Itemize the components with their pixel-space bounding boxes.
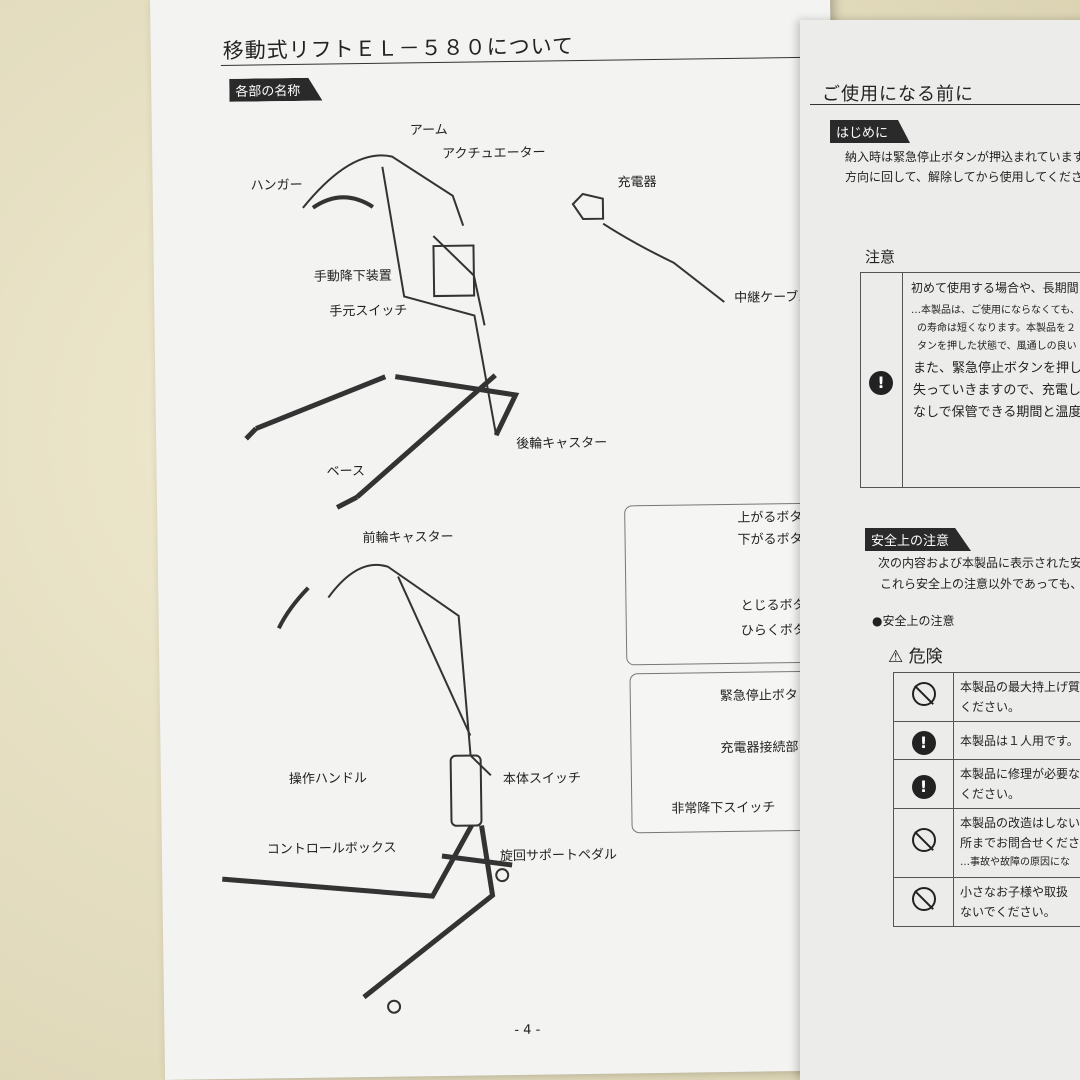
label-manual-lowering: 手動降下装置 [313, 268, 392, 285]
intro-tag: はじめに [830, 120, 911, 143]
danger-line: ください。 [960, 787, 1021, 801]
danger-line: 小さなお子様や取扱 [960, 885, 1069, 899]
danger-row: 小さなお子様や取扱ないでください。 [893, 877, 1080, 927]
safety-tag: 安全上の注意 [865, 528, 972, 551]
label-handle: 操作ハンドル [288, 771, 368, 788]
label-hanger: ハンガー [250, 177, 303, 194]
danger-heading-text: 危険 [908, 647, 943, 667]
prohibited-icon [893, 877, 954, 927]
caution-line: 初めて使用する場合や、長期間 [911, 281, 1079, 295]
danger-line: ないでください。 [960, 905, 1056, 919]
safety-bullet: ●安全上の注意 [872, 614, 955, 628]
danger-row: !本製品に修理が必要なください。 [893, 759, 1080, 809]
danger-heading: ⚠ 危険 [888, 642, 943, 667]
lift-illustrations [222, 154, 725, 1014]
caution-line: 失っていきますので、充電し [913, 383, 1080, 398]
prohibited-icon [893, 808, 954, 878]
label-charger: 充電器 [617, 174, 657, 191]
danger-table: 本製品の最大持上げ質量ください。!本製品は１人用です。!本製品に修理が必要なくだ… [893, 672, 1080, 927]
safety-line-2: これら安全上の注意以外であっても、 [880, 577, 1080, 591]
page-number: - 4 - [514, 1022, 541, 1039]
caution-line: なしで保管できる期間と温度 [913, 405, 1080, 420]
right-page-title: ご使用になる前に [822, 84, 974, 105]
prohibited-icon [893, 672, 954, 722]
safety-line-1: 次の内容および本製品に表示された安 [878, 556, 1080, 570]
danger-row: ! 本製品は１人用です。 [893, 721, 1080, 760]
danger-line: 本製品は１人用です。 [960, 733, 1079, 748]
danger-line: 本製品の改造はしない [960, 816, 1080, 830]
intro-line-1: 納入時は緊急停止ボタンが押込まれています。 [845, 150, 1080, 164]
caution-line: …本製品は、ご使用にならなくても、少 [911, 305, 1080, 316]
danger-row-text: 本製品の最大持上げ質量ください。 [953, 672, 1080, 722]
danger-row: 本製品の最大持上げ質量ください。 [893, 672, 1080, 722]
label-main-switch: 本体スイッチ [502, 771, 582, 788]
right-title-rule [810, 104, 1080, 105]
label-actuator: アクチュエーター [442, 145, 546, 162]
danger-line: …事故や故障の原因にな [960, 857, 1070, 868]
right-page: ご使用になる前に はじめに 納入時は緊急停止ボタンが押込まれています。 方向に回… [800, 20, 1080, 1080]
mandatory-icon: ! [893, 759, 954, 809]
danger-row-text: 小さなお子様や取扱ないでください。 [953, 877, 1080, 927]
caution-line: タンを押した状態で、風通しの良い [917, 341, 1077, 352]
label-base: ベース [326, 464, 366, 480]
danger-line: 本製品の最大持上げ質量 [960, 680, 1080, 694]
label-arm: アーム [409, 122, 448, 139]
mandatory-icon: ! [869, 371, 893, 395]
danger-line: ください。 [960, 700, 1021, 714]
label-control-box: コントロールボックス [266, 840, 397, 858]
danger-row-text: 本製品に修理が必要なください。 [953, 759, 1080, 809]
label-emergency-lowering: 非常降下スイッチ [671, 800, 776, 817]
label-hand-switch: 手元スイッチ [329, 303, 408, 320]
caution-line: の寿命は短くなります。本製品を２ [917, 323, 1076, 334]
danger-row-text: 本製品の改造はしない所までお問合せくださ …事故や故障の原因にな [953, 808, 1080, 878]
mandatory-icon: ! [893, 721, 954, 760]
danger-line: 本製品に修理が必要な [960, 767, 1080, 781]
danger-line: 所までお問合せくださ [960, 836, 1080, 850]
label-charger-port: 充電器接続部 [720, 740, 799, 757]
label-rear-caster: 後輪キャスター [516, 435, 608, 452]
label-swivel-pedal: 旋回サポートペダル [499, 847, 618, 865]
caution-line: また、緊急停止ボタンを押して [913, 361, 1080, 376]
intro-line-2: 方向に回して、解除してから使用してくださ [845, 170, 1080, 184]
warning-triangle-icon: ⚠ [888, 647, 904, 667]
caution-box: ! 初めて使用する場合や、長期間 …本製品は、ご使用にならなくても、少 の寿命は… [860, 272, 1080, 488]
danger-row-text: 本製品は１人用です。 [953, 721, 1080, 760]
label-front-caster: 前輪キャスター [362, 529, 454, 547]
danger-row: 本製品の改造はしない所までお問合せくださ …事故や故障の原因にな [893, 808, 1080, 878]
caution-heading: 注意 [865, 248, 896, 266]
left-page: 移動式リフトＥＬ－５８０について 各部の名称 アーム アクチュエーター ハンガー… [150, 0, 846, 1080]
label-emergency-stop: 緊急停止ボタン [719, 687, 811, 705]
